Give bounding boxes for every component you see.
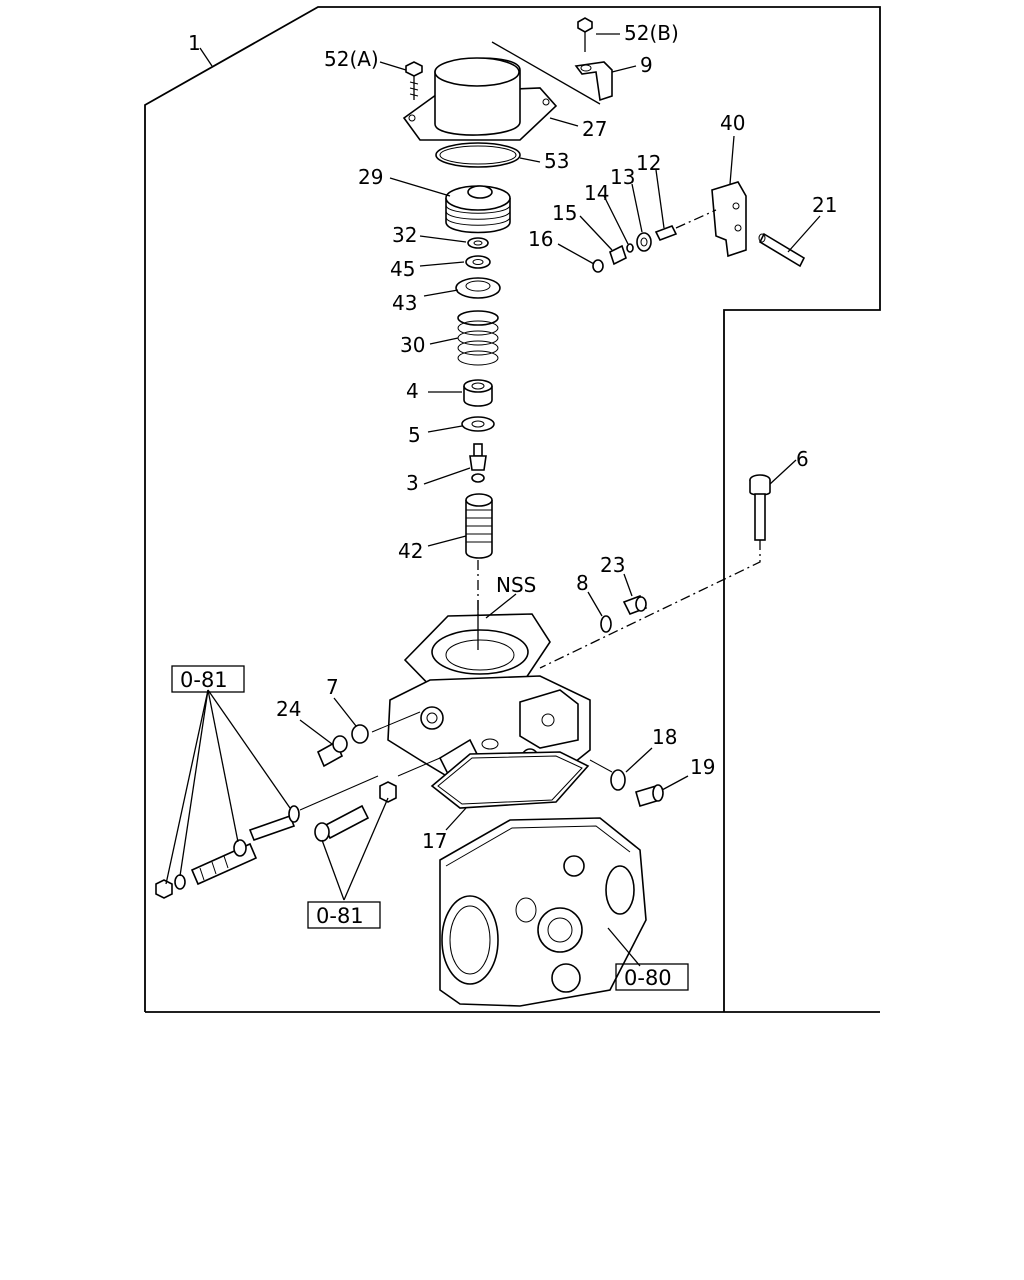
part-27-cover[interactable] — [402, 57, 558, 141]
part-6-bolt[interactable] — [749, 474, 771, 541]
label-7: 7 — [326, 675, 339, 699]
label-13: 13 — [610, 165, 635, 189]
part-23-plug[interactable] — [622, 594, 648, 616]
lever-axis-line — [675, 209, 717, 229]
bolt-axis-line — [539, 540, 761, 669]
part-18-axis — [589, 759, 613, 773]
reference-0-80[interactable]: 0-80 — [615, 963, 689, 991]
label-12: 12 — [636, 151, 661, 175]
label-53: 53 — [544, 149, 569, 173]
label-nss: NSS — [496, 573, 536, 597]
part-3-pin[interactable] — [469, 443, 487, 483]
reference-0-81-upper[interactable]: 0-81 — [171, 665, 245, 693]
label-42: 42 — [398, 539, 423, 563]
part-52a-screw[interactable] — [405, 61, 423, 100]
label-19: 19 — [690, 755, 715, 779]
label-29: 29 — [358, 165, 383, 189]
part-12-pin[interactable] — [654, 224, 678, 242]
label-3: 3 — [406, 471, 419, 495]
label-23: 23 — [600, 553, 625, 577]
label-17: 17 — [422, 829, 447, 853]
injection-pump-body[interactable] — [439, 817, 647, 1007]
label-45: 45 — [390, 257, 415, 281]
part-29-diaphragm[interactable] — [445, 185, 511, 234]
part-52b-screw[interactable] — [577, 17, 593, 52]
part-43-spring-seat[interactable] — [455, 277, 501, 299]
part-17-gasket[interactable] — [430, 751, 590, 809]
washer-small[interactable] — [288, 805, 300, 823]
part-number-labels: 1 52(A) 52(B) 9 27 53 29 32 45 43 30 4 5… — [188, 21, 837, 853]
part-15-bushing[interactable] — [609, 244, 627, 266]
label-4: 4 — [406, 379, 419, 403]
part-40-lever[interactable] — [711, 181, 747, 258]
label-18: 18 — [652, 725, 677, 749]
assembly-boundary-frame — [144, 6, 881, 1013]
leader-lines — [165, 33, 821, 967]
part-45-washer[interactable] — [465, 255, 491, 269]
label-6: 6 — [796, 447, 809, 471]
label-16: 16 — [528, 227, 553, 251]
part-18-washer[interactable] — [610, 769, 626, 791]
part-9-bracket[interactable] — [574, 61, 613, 102]
part-14-pin[interactable] — [626, 243, 634, 253]
part-7-plug[interactable] — [351, 724, 369, 744]
part-8-washer[interactable] — [600, 615, 612, 633]
label-30: 30 — [400, 333, 425, 357]
part-53-o-ring[interactable] — [435, 142, 521, 168]
screw-axis-1 — [299, 775, 379, 811]
lock-nut-mid[interactable] — [379, 781, 397, 803]
lock-nut-small[interactable] — [155, 874, 186, 899]
label-8: 8 — [576, 571, 589, 595]
part-16-clip[interactable] — [592, 259, 604, 273]
part-32-washer[interactable] — [467, 237, 489, 249]
label-21: 21 — [812, 193, 837, 217]
label-24: 24 — [276, 697, 301, 721]
label-15: 15 — [552, 201, 577, 225]
part-24-screw[interactable] — [316, 735, 348, 768]
ref-0-81-upper-text: 0-81 — [180, 668, 228, 692]
label-9: 9 — [640, 53, 653, 77]
label-1: 1 — [188, 31, 201, 55]
reference-0-81-lower[interactable]: 0-81 — [307, 901, 381, 929]
label-32: 32 — [392, 223, 417, 247]
part-21-pin[interactable] — [758, 232, 806, 268]
adjusting-screw-long[interactable] — [190, 814, 296, 886]
ref-0-80-text: 0-80 — [624, 966, 672, 990]
part-4-nut[interactable] — [463, 379, 493, 407]
label-52b: 52(B) — [624, 21, 679, 45]
label-43: 43 — [392, 291, 417, 315]
part-7-axis — [371, 711, 421, 733]
part-13-collar[interactable] — [636, 232, 652, 252]
label-27: 27 — [582, 117, 607, 141]
part-19-screw[interactable] — [635, 784, 664, 807]
label-14: 14 — [584, 181, 609, 205]
part-42-bellows[interactable] — [465, 493, 493, 559]
ref-0-81-lower-text: 0-81 — [316, 904, 364, 928]
part-5-washer[interactable] — [461, 416, 495, 432]
screw-axis-2 — [397, 757, 441, 777]
part-30-spring[interactable] — [457, 310, 499, 366]
label-40: 40 — [720, 111, 745, 135]
adjusting-screw-short[interactable] — [314, 804, 370, 842]
label-52a: 52(A) — [324, 47, 379, 71]
label-5: 5 — [408, 423, 421, 447]
